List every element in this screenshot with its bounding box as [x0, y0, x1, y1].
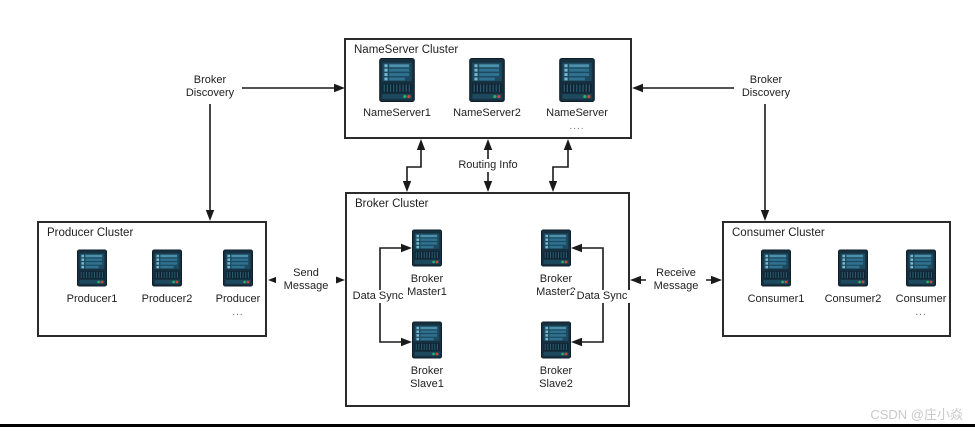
arrowhead-right-icon [711, 275, 722, 285]
consumer2-node: Consumer2 [808, 248, 898, 306]
send-message-label: Send Message [276, 267, 336, 293]
node-label: Consumer1 [747, 293, 805, 305]
node-ellipsis: ... [232, 306, 244, 318]
nameserver-cluster-title: NameServer Cluster [354, 44, 459, 56]
node-label: Producer [215, 293, 261, 305]
node-label-line1: Broker [539, 365, 573, 377]
arrowhead-up-icon [483, 139, 493, 150]
server-icon [906, 249, 936, 287]
node-label-line1: Broker [539, 273, 573, 285]
node-ellipsis: ... [915, 306, 927, 318]
node-label: Consumer2 [824, 293, 882, 305]
nameserver1-node: NameServer1 [352, 58, 442, 120]
server-icon [412, 321, 442, 359]
routing-left-step-line [406, 150, 422, 181]
server-icon [77, 249, 107, 287]
node-label: NameServer1 [363, 107, 431, 119]
node-label: Consumer [895, 293, 947, 305]
arrowhead-down-icon [548, 181, 558, 192]
node-label-line1: Broker [410, 365, 444, 377]
consumer1-node: Consumer1 [731, 248, 821, 306]
server-icon [379, 58, 415, 102]
server-icon [761, 249, 791, 287]
node-label: Producer1 [66, 293, 118, 305]
server-icon [541, 229, 571, 267]
node-label: Producer2 [141, 293, 193, 305]
producer2-node: Producer2 [122, 248, 212, 306]
arrowhead-up-icon [563, 139, 573, 150]
server-icon [469, 58, 505, 102]
consumer-cluster-title: Consumer Cluster [732, 227, 825, 239]
node-label: NameServer2 [453, 107, 521, 119]
data-sync-right-label: Data Sync [574, 290, 630, 303]
arrowhead-up-icon [416, 139, 426, 150]
producer1-node: Producer1 [47, 248, 137, 306]
server-icon [152, 249, 182, 287]
broker-discovery-left-label: Broker Discovery [185, 74, 235, 99]
arrowhead-left-icon [632, 83, 643, 93]
node-label-line1: Broker [410, 273, 444, 285]
node-label-line2: Master1 [407, 285, 447, 298]
node-label-line2: Master2 [536, 285, 576, 298]
node-label: NameServer [546, 107, 608, 119]
broker-discovery-right-label: Broker Discovery [741, 74, 791, 99]
data-sync-left-label: Data Sync [350, 290, 406, 303]
arrowhead-down-icon [205, 210, 215, 221]
node-label-line2: Slave1 [410, 377, 444, 390]
producer-n-node: Producer ... [193, 248, 283, 318]
watermark: CSDN @庄小焱 [870, 407, 963, 422]
node-label-line2: Slave2 [539, 377, 573, 390]
node-ellipsis: .... [569, 120, 585, 132]
arrowhead-down-icon [402, 181, 412, 192]
broker-cluster-title: Broker Cluster [355, 198, 429, 210]
server-icon [223, 249, 253, 287]
routing-right-step-line [552, 150, 569, 181]
bottom-divider [0, 424, 975, 427]
nameserver2-node: NameServer2 [442, 58, 532, 120]
server-icon [541, 321, 571, 359]
arrowhead-left-icon [630, 275, 641, 285]
producer-cluster-title: Producer Cluster [47, 227, 134, 239]
receive-message-label: Receive Message [646, 267, 706, 293]
arrowhead-down-icon [483, 181, 493, 192]
server-icon [559, 58, 595, 102]
server-icon [412, 229, 442, 267]
routing-info-label: Routing Info [456, 159, 520, 172]
nameserver-n-node: NameServer .... [532, 58, 622, 132]
arrowhead-down-icon [760, 210, 770, 221]
consumer-n-node: Consumer ... [876, 248, 966, 318]
server-icon [838, 249, 868, 287]
